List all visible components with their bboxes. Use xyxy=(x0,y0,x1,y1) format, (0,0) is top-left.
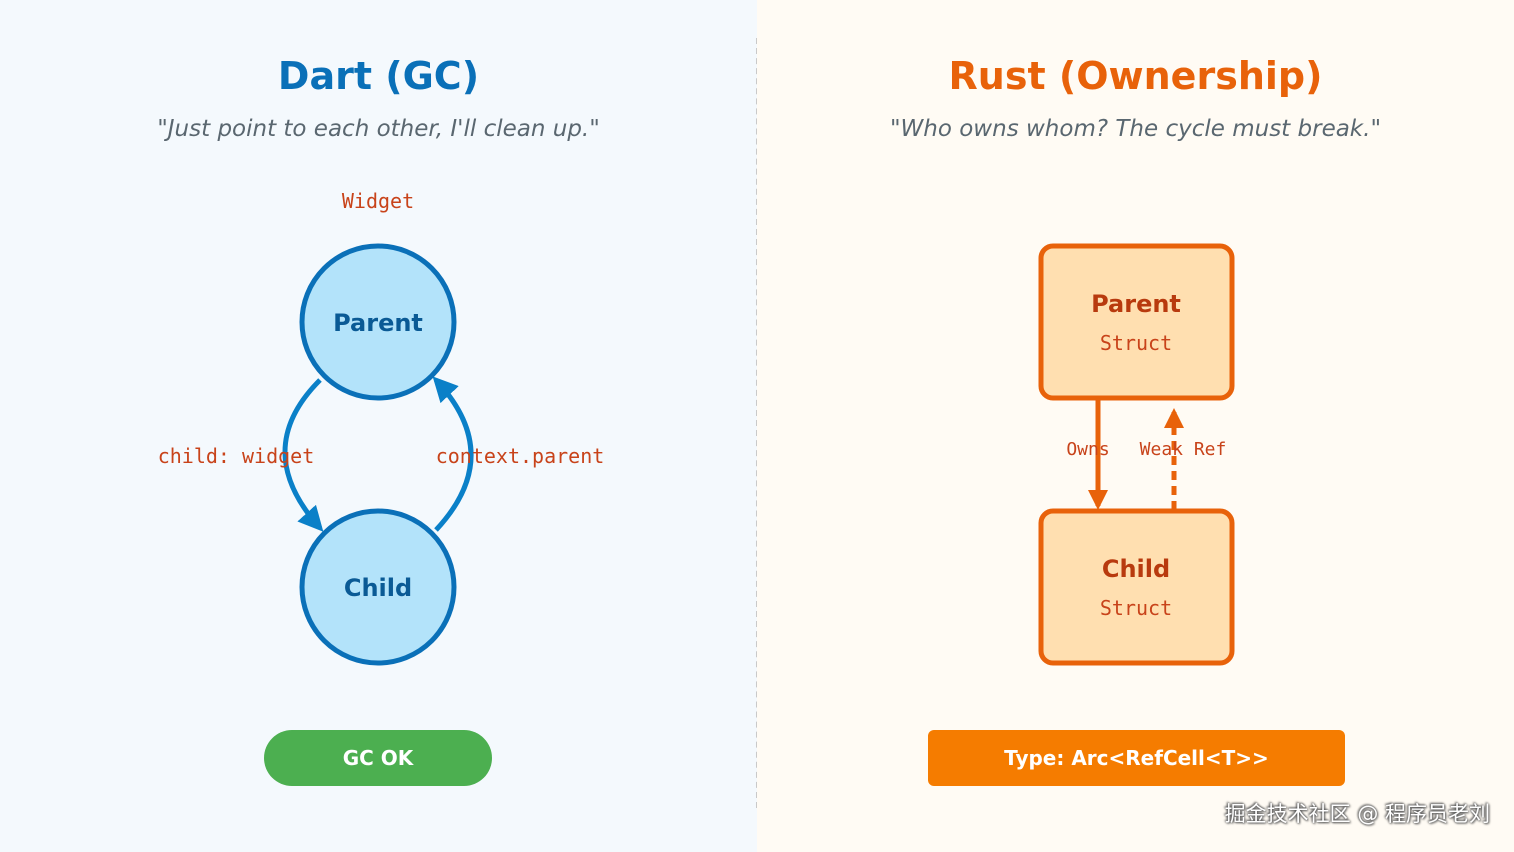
watermark: 掘金技术社区 @ 程序员老刘 xyxy=(1224,802,1490,826)
child-node: Child xyxy=(299,508,457,666)
child-widget-label: child: widget xyxy=(158,444,315,468)
child-struct-box: Child Struct xyxy=(1038,508,1235,666)
child-widget-arrow xyxy=(282,378,324,532)
context-parent-arrow xyxy=(432,376,474,532)
parent-struct-type: Struct xyxy=(1100,331,1172,355)
rust-diagram: Parent Struct Child Struct Owns Weak Ref xyxy=(1038,243,1235,666)
child-struct-label: Child xyxy=(1102,555,1170,583)
dart-diagram: Widget Parent Child child: widget contex… xyxy=(158,189,605,666)
child-node-label: Child xyxy=(344,574,412,602)
dart-title: Dart (GC) xyxy=(277,54,480,98)
type-badge: Type: Arc<RefCell<T>> xyxy=(928,730,1345,786)
parent-struct-box: Parent Struct xyxy=(1038,243,1235,401)
context-parent-label: context.parent xyxy=(436,444,605,468)
dart-subtitle: "Just point to each other, I'll clean up… xyxy=(157,116,600,142)
parent-struct-label: Parent xyxy=(1091,290,1181,318)
rust-panel: Rust (Ownership) "Who owns whom? The cyc… xyxy=(757,0,1514,852)
weak-ref-label: Weak Ref xyxy=(1140,439,1227,460)
parent-node: Parent xyxy=(299,243,457,401)
parent-node-label: Parent xyxy=(333,309,423,337)
rust-subtitle: "Who owns whom? The cycle must break." xyxy=(889,116,1382,142)
widget-label: Widget xyxy=(342,189,414,213)
child-struct-type: Struct xyxy=(1100,596,1172,620)
rust-title: Rust (Ownership) xyxy=(948,54,1323,98)
dart-panel: Dart (GC) "Just point to each other, I'l… xyxy=(0,0,757,852)
gc-ok-badge: GC OK xyxy=(264,730,492,786)
owns-label: Owns xyxy=(1066,439,1109,460)
